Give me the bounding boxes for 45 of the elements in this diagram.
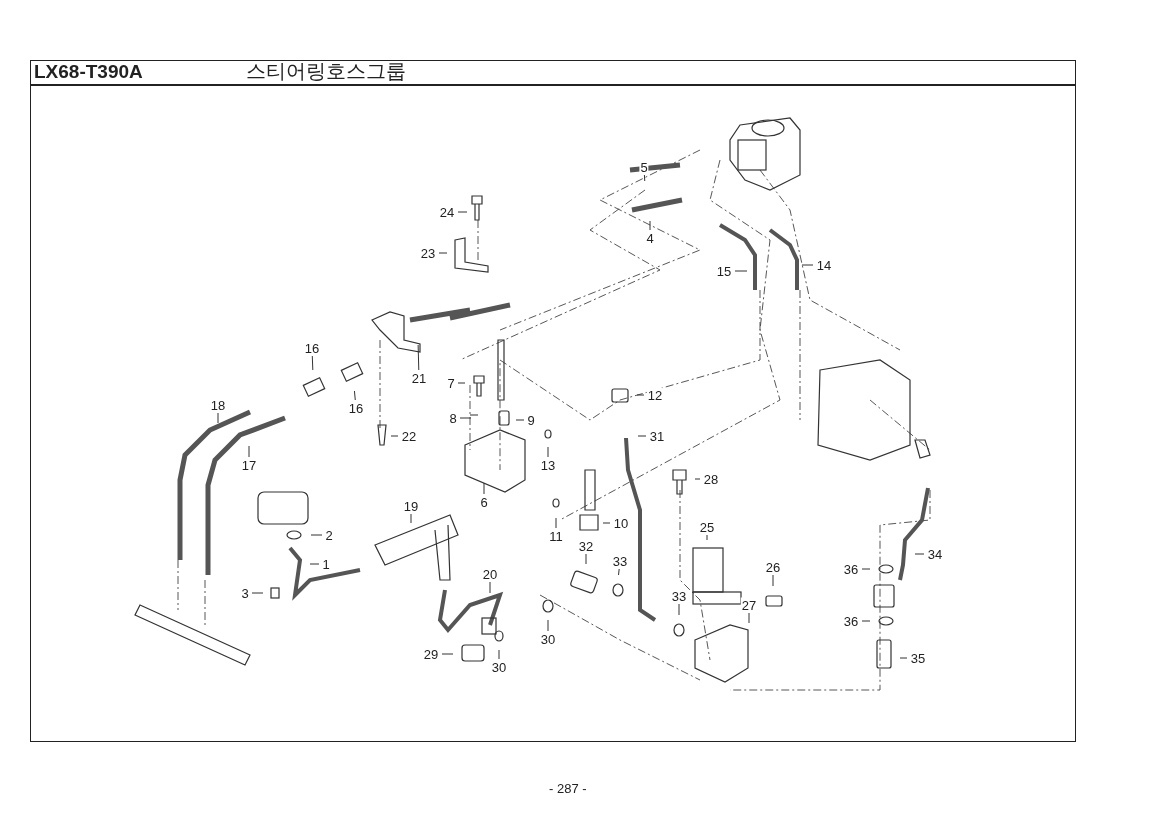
leader-line [649, 220, 651, 231]
leader-line [457, 211, 468, 213]
leader-line [801, 264, 814, 266]
leader-line [309, 563, 320, 565]
title: LX68-T390A [34, 60, 143, 84]
leader-line [637, 435, 647, 437]
leader-line [643, 174, 646, 182]
leader-line [694, 478, 701, 480]
leader-line [678, 603, 680, 616]
leader-line [390, 435, 399, 437]
leader-line [311, 355, 314, 371]
leader-line [459, 417, 472, 419]
leader-line [914, 553, 925, 555]
leader-line [734, 270, 748, 272]
leader-line [438, 252, 448, 254]
leader-line [353, 390, 356, 401]
leader-line [861, 620, 871, 622]
leader-line [498, 649, 500, 660]
leader-line [602, 522, 611, 524]
leader-line [410, 513, 412, 524]
leader-line [417, 344, 420, 371]
leader-line [547, 446, 549, 458]
leader-line [457, 382, 466, 384]
leader-line [441, 653, 454, 655]
leader-line [483, 482, 485, 495]
callout-number: 12 [646, 387, 664, 403]
leader-line [515, 419, 525, 421]
leader-line [248, 445, 250, 458]
leader-line [251, 592, 264, 594]
leader-line [585, 553, 587, 565]
leader-line [748, 612, 750, 624]
leader-line [899, 657, 908, 659]
subtitle: 스티어링호스그룹 [246, 59, 406, 84]
leader-line [555, 517, 557, 529]
leader-line [706, 534, 708, 541]
leader-line [217, 412, 219, 424]
callout-number: 27 [740, 597, 758, 613]
leader-line [618, 568, 620, 576]
leader-line [861, 568, 871, 570]
leader-line [310, 534, 323, 536]
leader-line [636, 394, 645, 396]
leader-line [772, 574, 774, 587]
leader-line [489, 581, 491, 594]
page-number: - 287 - [549, 781, 587, 797]
leader-line [547, 619, 549, 632]
